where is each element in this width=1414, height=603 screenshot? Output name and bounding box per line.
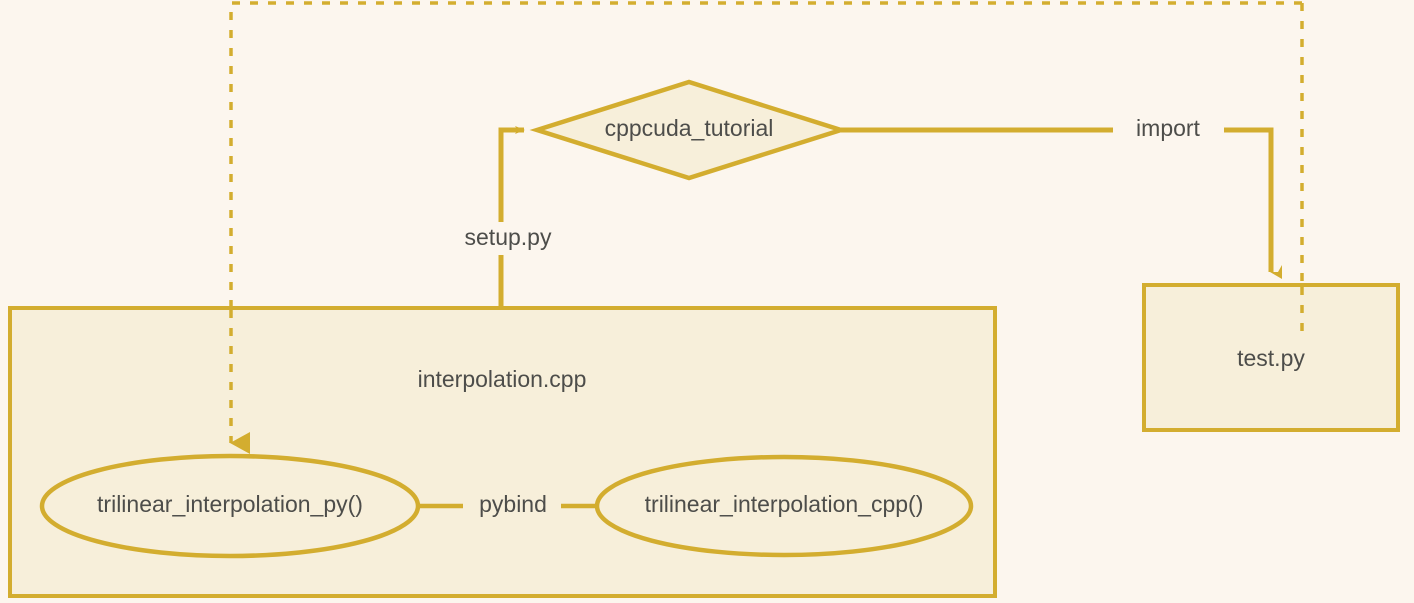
edge-label-import: import <box>1136 115 1201 141</box>
tutorial-diamond-shape[interactable] <box>529 79 849 181</box>
import-edge-right-segment <box>1224 127 1282 279</box>
setup-edge-upper-segment <box>498 126 525 222</box>
edge-label-pybind: pybind <box>479 491 547 517</box>
interpolation-container-label: interpolation.cpp <box>418 366 587 392</box>
tutorial-diamond-label: cppcuda_tutorial <box>605 115 774 141</box>
node-cpp-function[interactable]: trilinear_interpolation_cpp() <box>594 454 974 558</box>
cpp-function-label: trilinear_interpolation_cpp() <box>645 491 924 517</box>
test-box-label: test.py <box>1237 345 1305 371</box>
cpp-function-shape[interactable] <box>594 454 974 558</box>
edge-pybind: pybind <box>418 491 598 517</box>
node-tutorial-diamond[interactable]: cppcuda_tutorial <box>529 79 849 181</box>
py-function-shape[interactable] <box>39 453 421 559</box>
edge-label-setup: setup.py <box>465 224 552 250</box>
node-test-box[interactable]: test.py <box>1142 283 1400 432</box>
edge-setup: setup.py <box>465 126 552 308</box>
edge-import: import <box>841 115 1282 279</box>
node-py-function[interactable]: trilinear_interpolation_py() <box>39 453 421 559</box>
test-box-shape[interactable] <box>1142 283 1400 432</box>
py-function-label: trilinear_interpolation_py() <box>97 491 363 517</box>
